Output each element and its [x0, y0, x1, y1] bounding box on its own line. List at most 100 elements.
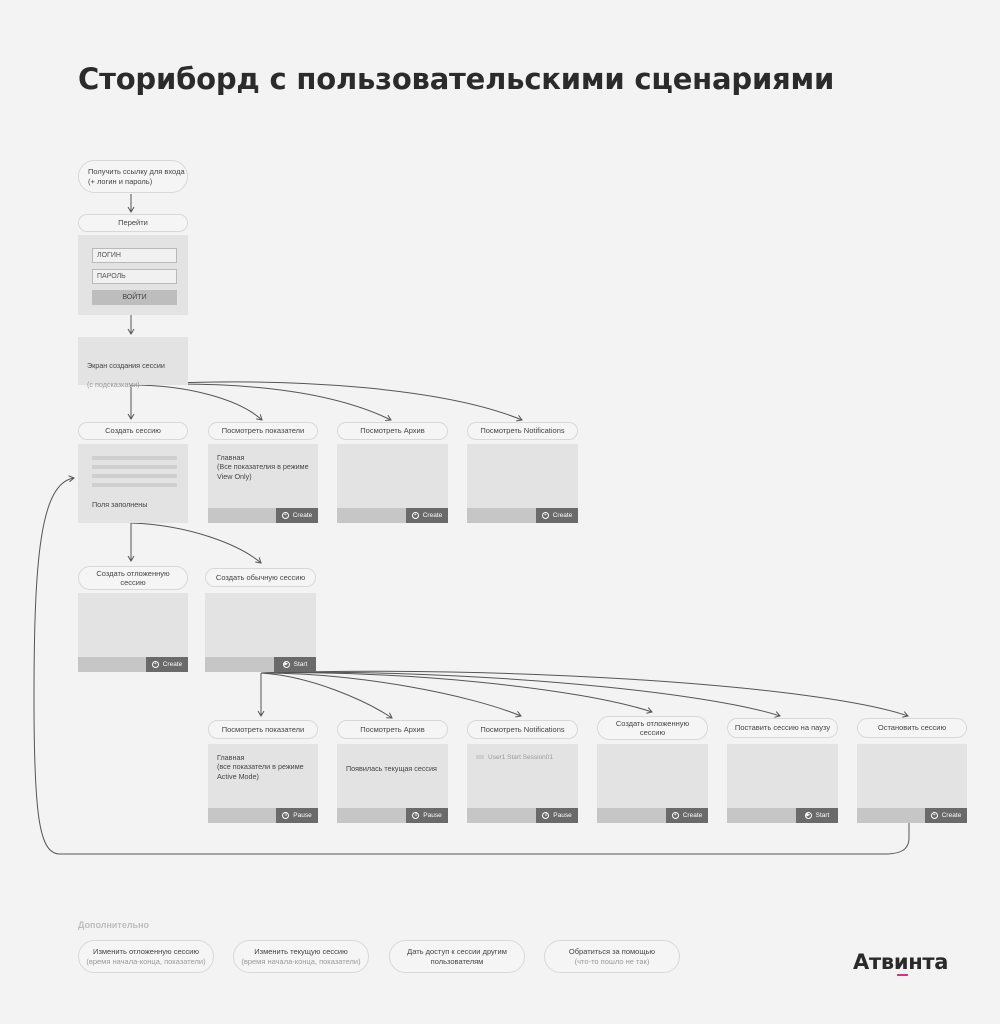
- active-indicators-screen: Главная (все показатели в режиме Active …: [208, 744, 318, 823]
- extra-item-title: Изменить текущую сессию: [254, 947, 348, 957]
- create-button-label: Create: [292, 512, 313, 519]
- placeholder-line: [92, 465, 177, 469]
- create-button[interactable]: +Create: [406, 508, 448, 523]
- play-circle-icon: ▶: [804, 812, 812, 819]
- notification-item: User1 Start Session01: [488, 754, 554, 761]
- create-regular-node: Создать обычную сессию: [205, 568, 316, 587]
- pause-button-label: Pause: [293, 812, 312, 819]
- create-button-label: Create: [682, 812, 703, 819]
- indicators-screen: Главная (Все показателия в режиме View O…: [208, 444, 318, 523]
- create-button-label: Create: [422, 512, 443, 519]
- notifications-screen: +Create: [467, 444, 578, 523]
- bottom-bar: +Create: [597, 808, 708, 823]
- bottom-bar: +Create: [337, 508, 448, 523]
- arrow-start-to-archive: [260, 672, 393, 719]
- active-view-archive-node: Посмотреть Архив: [337, 720, 448, 739]
- session-creation-screen: Экран создания сессии (с подсказками): [78, 337, 188, 389]
- extra-item: Изменить текущую сессию (время начала-ко…: [233, 940, 369, 973]
- start-button-label: Start: [815, 812, 830, 819]
- plus-circle-icon: +: [671, 812, 679, 819]
- extra-item-title: Изменить отложенную сессию: [93, 947, 199, 957]
- create-button[interactable]: +Create: [276, 508, 318, 523]
- start-button[interactable]: ▶Start: [274, 657, 316, 672]
- plus-circle-icon: +: [281, 512, 289, 519]
- login-field[interactable]: ЛОГИН: [92, 248, 177, 263]
- create-delayed-node: Создать отложенную сессию: [78, 566, 188, 590]
- stopped-session-screen: +Create: [857, 744, 967, 823]
- pause-session-node: Поставить сессию на паузу: [727, 718, 838, 738]
- arrow-session-to-indicators: [130, 384, 263, 421]
- login-screen: ЛОГИН ПАРОЛЬ ВОЙТИ: [78, 235, 188, 315]
- create-session-screen: Поля заполнены: [78, 444, 188, 523]
- atvinta-logo: Атвинта: [853, 950, 949, 974]
- bottom-bar: +Create: [78, 657, 188, 672]
- plus-circle-icon: +: [411, 512, 419, 519]
- extra-item: Обратиться за помощью (что-то пошло не т…: [544, 940, 680, 973]
- active-view-notifications-node: Посмотреть Notifications: [467, 720, 578, 739]
- extra-item-subtitle: (время начала-конца, показатели): [86, 956, 206, 966]
- arrow-session-to-archive: [130, 383, 392, 421]
- extra-item: Дать доступ к сессии другим пользователя…: [389, 940, 525, 973]
- notification-placeholder: [476, 755, 484, 759]
- placeholder-line: [92, 483, 177, 487]
- stop-session-node: Остановить сессию: [857, 718, 967, 738]
- fields-filled-text: Поля заполнены: [92, 500, 148, 509]
- extra-item-title: Обратиться за помощью: [568, 947, 656, 957]
- extra-item-title: Дать доступ к сессии другим пользователя…: [407, 947, 507, 966]
- active-create-delayed-node: Создать отложенную сессию: [597, 716, 708, 740]
- pause-circle-icon: ll: [542, 812, 550, 819]
- view-notifications-node: Посмотреть Notifications: [467, 422, 578, 440]
- extra-item-subtitle: (время начала-конца, показатели): [241, 956, 361, 966]
- plus-circle-icon: +: [930, 812, 938, 819]
- go-node: Перейти: [78, 214, 188, 232]
- arrow-start-to-delayed: [260, 672, 653, 714]
- bottom-bar: ▶Start: [205, 657, 316, 672]
- arrow-start-to-stop: [260, 670, 909, 718]
- active-delayed-screen: +Create: [597, 744, 708, 823]
- active-create-delayed-label: Создать отложенную сессию: [615, 718, 690, 737]
- login-button[interactable]: ВОЙТИ: [92, 290, 177, 305]
- create-regular-label: Создать обычную сессию: [215, 572, 306, 582]
- view-indicators-node: Посмотреть показатели: [208, 422, 318, 440]
- create-button-label: Create: [941, 812, 962, 819]
- placeholder-line: [92, 474, 177, 478]
- active-view-indicators-label: Посмотреть показатели: [221, 724, 305, 734]
- active-view-indicators-node: Посмотреть показатели: [208, 720, 318, 739]
- archive-text: Появилась текущая сессия: [346, 764, 437, 773]
- create-button-label: Create: [552, 512, 573, 519]
- play-circle-icon: ▶: [282, 661, 290, 668]
- create-button[interactable]: +Create: [925, 808, 967, 823]
- start-button[interactable]: ▶Start: [796, 808, 838, 823]
- view-indicators-label: Посмотреть показатели: [221, 426, 305, 436]
- view-notifications-label: Посмотреть Notifications: [480, 426, 565, 436]
- view-archive-label: Посмотреть Архив: [360, 426, 425, 436]
- go-label: Перейти: [118, 218, 148, 228]
- create-delayed-label: Создать отложенную сессию: [96, 568, 170, 587]
- start-button-label: Start: [293, 661, 308, 668]
- arrow-start-to-pause: [260, 671, 781, 718]
- session-screen-subtext: (с подсказками): [87, 380, 140, 390]
- password-field[interactable]: ПАРОЛЬ: [92, 269, 177, 284]
- plus-circle-icon: +: [151, 661, 159, 668]
- bottom-bar: ▶Start: [727, 808, 838, 823]
- create-button[interactable]: +Create: [146, 657, 188, 672]
- placeholder-line: [92, 456, 177, 460]
- stop-session-label: Остановить сессию: [877, 723, 947, 733]
- create-session-label: Создать сессию: [105, 426, 161, 436]
- get-link-text: Получить ссылку для входа: [88, 167, 185, 177]
- create-button[interactable]: +Create: [536, 508, 578, 523]
- pause-circle-icon: ll: [282, 812, 290, 819]
- pause-button-label: Pause: [553, 812, 572, 819]
- regular-session-screen: ▶Start: [205, 593, 316, 672]
- page-title: Сториборд с пользовательскими сценариями: [78, 62, 835, 96]
- create-button[interactable]: +Create: [666, 808, 708, 823]
- bottom-bar: +Create: [857, 808, 967, 823]
- pause-session-label: Поставить сессию на паузу: [734, 723, 831, 733]
